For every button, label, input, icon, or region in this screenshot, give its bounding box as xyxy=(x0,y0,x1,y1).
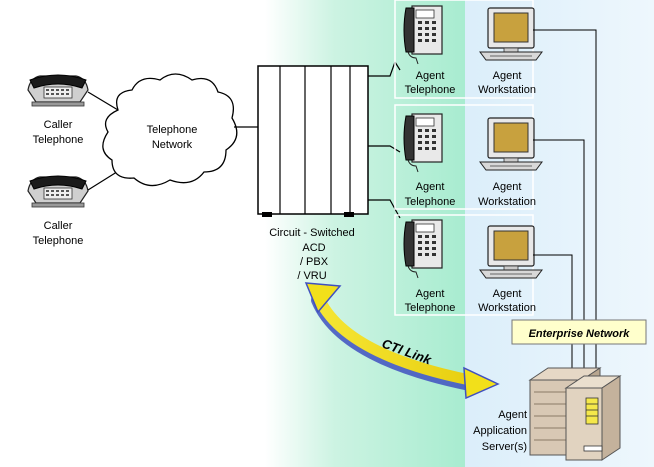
agent-row-frame xyxy=(394,0,534,99)
acd-label: ACD xyxy=(302,242,325,254)
acd-label: Circuit - Switched xyxy=(269,227,355,239)
agent-workstation-label: Workstation xyxy=(478,302,536,314)
server-label: Server(s) xyxy=(482,441,527,453)
agent-workstation-label: Workstation xyxy=(478,196,536,208)
agent-telephone-label: Telephone xyxy=(405,84,456,96)
agent-workstation-label: Agent xyxy=(493,288,522,300)
agent-workstation-label: Workstation xyxy=(478,84,536,96)
server-icon xyxy=(528,367,622,461)
caller-telephone-label: Caller xyxy=(44,119,73,131)
connector-line xyxy=(87,91,119,111)
agent-workstation-label: Agent xyxy=(493,70,522,82)
caller-telephone-label: Telephone xyxy=(33,134,84,146)
agent-telephone-label: Telephone xyxy=(405,302,456,314)
caller-telephone-icon xyxy=(27,74,89,107)
server-label: Application xyxy=(473,425,527,437)
enterprise-network-badge xyxy=(511,319,647,345)
acd-label: / PBX xyxy=(300,256,329,268)
agent-telephone-label: Telephone xyxy=(405,196,456,208)
server-label: Agent xyxy=(498,409,527,421)
agent-workstation-icon xyxy=(479,7,543,61)
agent-telephone-label: Agent xyxy=(416,70,445,82)
enterprise-network-label: Enterprise Network xyxy=(529,328,631,340)
connector-line xyxy=(368,199,401,219)
connector-line xyxy=(87,169,121,191)
cti-link-arrow xyxy=(304,282,500,400)
acd-label: / VRU xyxy=(297,270,326,282)
acd-switch-cabinet xyxy=(257,65,369,217)
agent-telephone-label: Agent xyxy=(416,288,445,300)
caller-telephone-label: Caller xyxy=(44,220,73,232)
telephone-network-label: Network xyxy=(152,139,193,151)
agent-workstation-icon xyxy=(479,225,543,279)
connector-line xyxy=(368,60,401,77)
caller-telephone-label: Telephone xyxy=(33,235,84,247)
telephone-network-label: Telephone xyxy=(147,124,198,136)
agent-workstation-label: Agent xyxy=(493,181,522,193)
agent-workstation-icon xyxy=(479,117,543,171)
caller-telephone-icon xyxy=(27,175,89,208)
telephone-network-cloud xyxy=(102,73,238,187)
agent-telephone-label: Agent xyxy=(416,181,445,193)
connector-line xyxy=(368,145,401,153)
